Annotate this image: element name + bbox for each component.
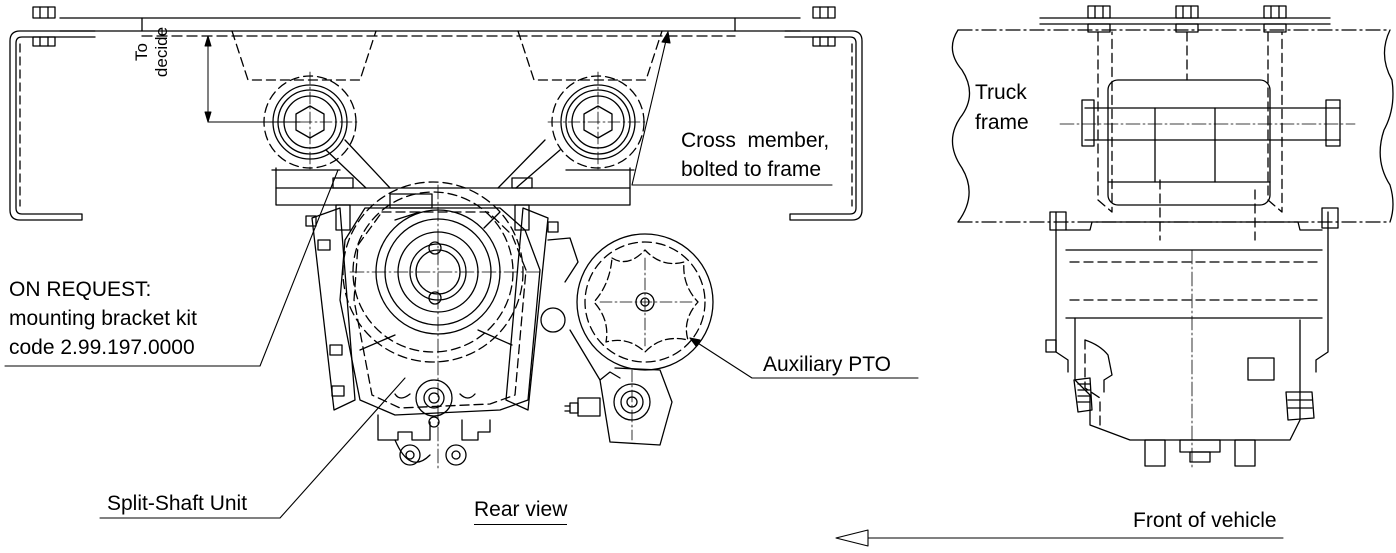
side-view-drawing	[836, 6, 1393, 546]
split-shaft-unit-label: Split-Shaft Unit	[107, 492, 248, 515]
side-top-bolts	[1088, 6, 1286, 32]
truck-frame-line2: frame	[975, 111, 1029, 135]
auxiliary-pto-label: Auxiliary PTO	[763, 353, 891, 376]
to-decide-label: To decide	[132, 2, 178, 102]
dimension-to-decide	[205, 36, 300, 122]
right-rubber-mount	[548, 72, 648, 172]
on-request-line1: ON REQUEST:	[9, 278, 152, 301]
right-frame-channel	[785, 31, 862, 220]
front-arrow	[836, 530, 1283, 546]
on-request-line3: code 2.99.197.0000	[9, 335, 195, 359]
to-decide-text: To decide	[132, 26, 171, 78]
cross-member-line1: Cross member,	[681, 129, 830, 152]
auxiliary-pto-drawing	[541, 234, 713, 445]
truck-frame-line1: Truck	[975, 81, 1027, 104]
leader-lines	[5, 32, 918, 518]
front-of-vehicle-label: Front of vehicle	[1133, 509, 1277, 532]
cross-member-line2: bolted to frame	[681, 158, 822, 182]
cross-member	[60, 18, 800, 36]
side-posts	[1098, 32, 1282, 212]
side-rubber-mount	[1060, 80, 1355, 240]
on-request-label: ON REQUEST: mounting bracket kit code 2.…	[9, 276, 197, 363]
truck-frame-label: Truck frame	[975, 78, 1029, 139]
frame-bolts	[33, 7, 835, 46]
rear-view-label: Rear view	[474, 497, 568, 526]
left-frame-channel	[10, 31, 95, 220]
on-request-line2: mounting bracket kit	[9, 306, 197, 330]
mount-bracket	[272, 140, 634, 230]
hidden-brackets	[232, 31, 662, 80]
cross-member-label: Cross member, bolted to frame	[681, 126, 829, 185]
rear-view-drawing	[5, 7, 918, 518]
side-gearbox	[1046, 208, 1338, 470]
split-shaft-housing	[306, 182, 558, 470]
